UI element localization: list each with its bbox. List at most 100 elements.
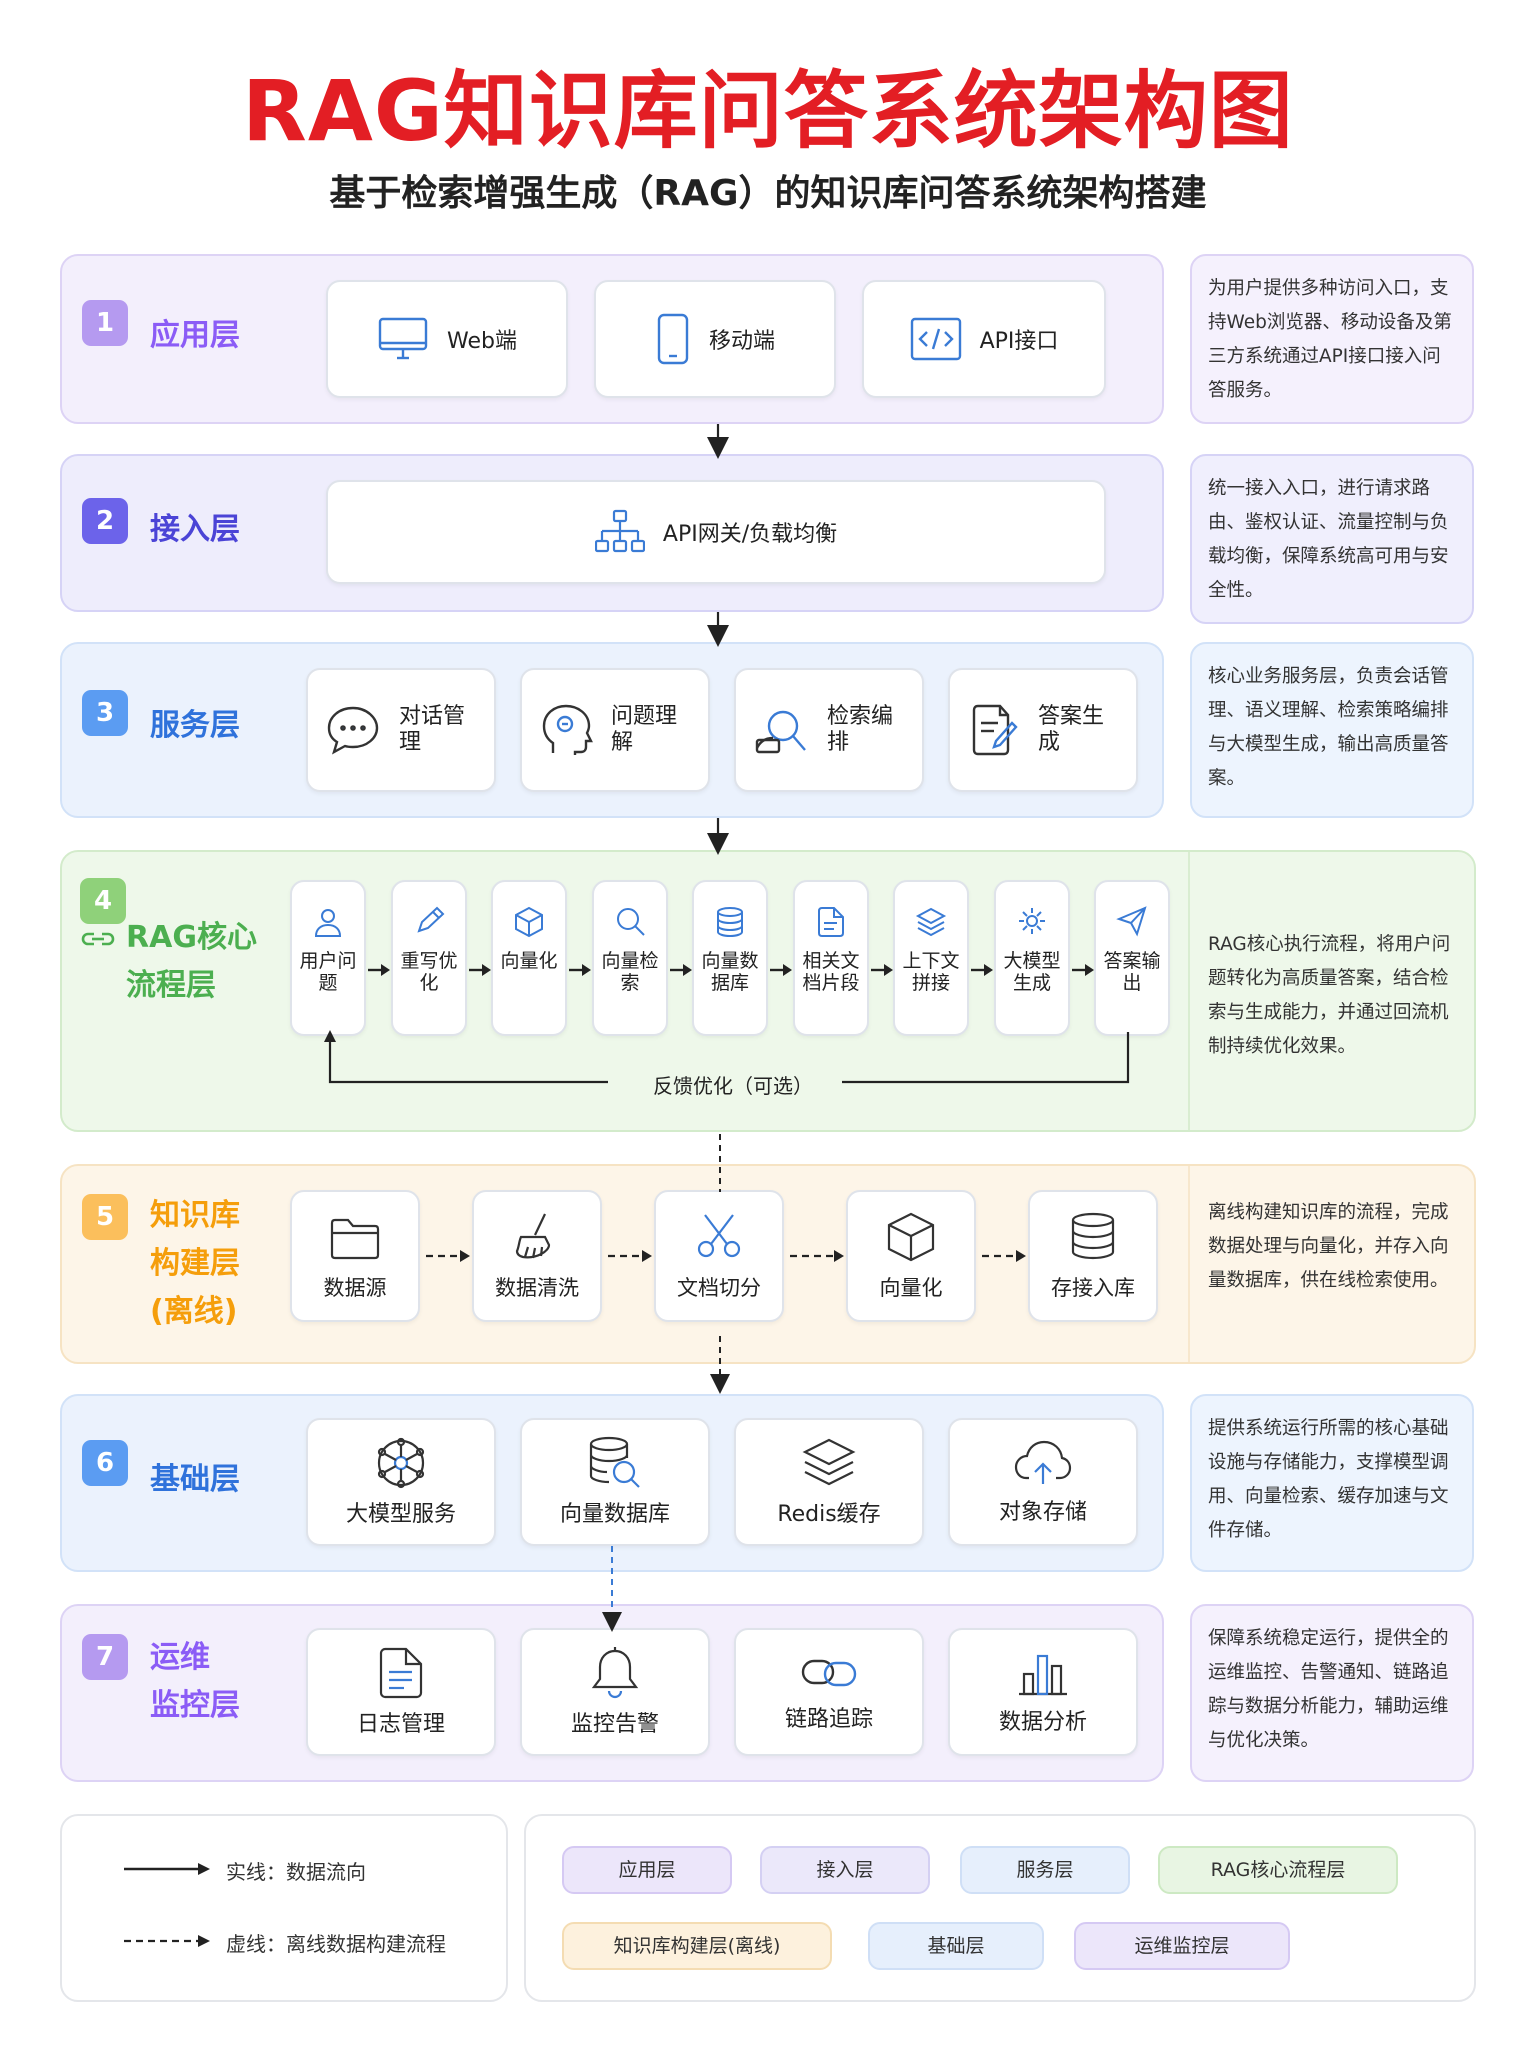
redis-cache-label: Redis缓存 [777,1502,881,1527]
layer-7-name: 运维 监控层 [150,1640,240,1723]
document-search-icon [753,704,809,756]
vectorization-card[interactable]: 向量化 [846,1190,976,1322]
data-analysis-card[interactable]: 数据分析 [948,1628,1138,1756]
layer-4-name: RAG核心 [126,920,257,955]
layer-5-description: 离线构建知识库的流程，完成数据处理与向量化，并存入向量数据库，供在线检索使用。 [1208,1202,1449,1291]
layer-5-divider [1188,1166,1190,1362]
api-gateway-card[interactable]: API网关/负载均衡 [326,480,1106,584]
answer-output-label: 答案输出 [1103,950,1161,994]
flow-arrow [871,962,893,981]
mobile-client-card[interactable]: 移动端 [594,280,836,398]
layer-3-badge: 3 [82,690,128,736]
llm-generation-step[interactable]: 大模型生成 [994,880,1070,1036]
retrieval-orchestration-card[interactable]: 检索编排 [734,668,924,792]
vector-search-label: 向量检索 [601,950,659,994]
data-source-card[interactable]: 数据源 [290,1190,420,1322]
layer-6-name: 基础层 [150,1462,240,1497]
relevant-chunks-step[interactable]: 相关文档片段 [793,880,869,1036]
smartphone-icon [655,313,691,365]
trace-tracking-card[interactable]: 链路追踪 [734,1628,924,1756]
layer-4-description: RAG核心执行流程，将用户问题转化为高质量答案，结合检索与生成能力，并通过回流机… [1208,934,1451,1057]
vector-search-step[interactable]: 向量检索 [592,880,668,1036]
layer-1-badge: 1 [82,300,128,346]
head-brain-icon [541,703,593,757]
answer-generation-card[interactable]: 答案生成 [948,668,1138,792]
dialog-management-label: 对话管理 [399,704,466,755]
vectorize-label: 向量化 [500,950,558,972]
api-client-card[interactable]: API接口 [862,280,1106,398]
code-window-icon [910,317,962,361]
user-question-step[interactable]: 用户问题 [290,880,366,1036]
layer-5-name: 知识库 构建层 (离线) [150,1198,240,1329]
dashed-flow-arrow [422,1248,470,1267]
layer-1-description: 为用户提供多种访问入口，支持Web浏览器、移动设备及第三方系统通过API接口接入… [1190,254,1474,424]
vectorize-step[interactable]: 向量化 [491,880,567,1036]
layer-4-name-line2: 流程层 [126,968,216,1003]
legend-kb-layer-chip: 知识库构建层(离线) [562,1922,832,1970]
feedback-label: 反馈优化（可选） [653,1074,813,1098]
neural-network-icon [374,1436,428,1490]
pencil-icon [413,906,445,938]
solid-line-legend: 实线：数据流向 [226,1860,366,1884]
legend-app-layer-chip: 应用层 [562,1846,732,1894]
dashed-flow-arrow [604,1248,652,1267]
layer-6-description: 提供系统运行所需的核心基础设施与存储能力，支撑模型调用、向量检索、缓存加速与文件… [1190,1394,1474,1572]
cloud-upload-icon [1013,1438,1073,1488]
dashed-flow-arrow [786,1248,844,1267]
llm-service-label: 大模型服务 [345,1502,456,1527]
store-to-db-label: 存接入库 [1051,1276,1135,1300]
context-assembly-label: 上下文拼接 [902,950,960,994]
bar-chart-icon [1016,1648,1070,1698]
query-rewrite-step[interactable]: 重写优化 [391,880,467,1036]
feedback-loop [324,1030,1130,1084]
data-cleaning-card[interactable]: 数据清洗 [472,1190,602,1322]
data-analysis-label: 数据分析 [998,1710,1087,1735]
folder-icon [329,1211,381,1263]
flow-arrow [971,962,993,981]
layer-6-badge: 6 [82,1440,128,1486]
data-cleaning-label: 数据清洗 [495,1276,579,1300]
object-storage-card[interactable]: 对象存储 [948,1418,1138,1546]
gear-icon [1016,906,1048,938]
document-chunking-label: 文档切分 [677,1276,761,1300]
llm-service-card[interactable]: 大模型服务 [306,1418,496,1546]
dialog-management-card[interactable]: 对话管理 [306,668,496,792]
vectorization-label: 向量化 [879,1276,943,1300]
flow-arrow [569,962,591,981]
layer-2-badge: 2 [82,498,128,544]
legend-lines-box [60,1814,508,2002]
question-understanding-card[interactable]: 问题理解 [520,668,710,792]
question-understanding-label: 问题理解 [611,704,678,755]
solid-line-sample [124,1863,210,1875]
vector-database-step[interactable]: 向量数据库 [692,880,768,1036]
database-icon [1067,1211,1119,1263]
cube-icon [513,906,545,938]
context-assembly-step[interactable]: 上下文拼接 [893,880,969,1036]
document-icon [815,906,847,938]
flow-arrow [770,962,792,981]
vector-db-label: 向量数据库 [559,1502,670,1527]
scissors-icon [693,1211,745,1263]
redis-cache-card[interactable]: Redis缓存 [734,1418,924,1546]
page-title: RAG知识库问答系统架构图 [242,62,1294,160]
monitoring-alert-card[interactable]: 监控告警 [520,1628,710,1756]
layer-3-description: 核心业务服务层，负责会话管理、语义理解、检索策略编排与大模型生成，输出高质量答案… [1190,642,1474,818]
legend-access-layer-chip: 接入层 [760,1846,930,1894]
dashed-flow-arrow [978,1248,1026,1267]
vector-db-card[interactable]: 向量数据库 [520,1418,710,1546]
web-client-card[interactable]: Web端 [326,280,568,398]
vector-database-label: 向量数据库 [701,950,759,994]
flow-arrow [368,962,390,981]
cube-icon [885,1211,937,1263]
answer-output-step[interactable]: 答案输出 [1094,880,1170,1036]
dashed-line-legend: 虚线：离线数据构建流程 [226,1932,446,1956]
legend-infra-layer-chip: 基础层 [868,1922,1044,1970]
layer-2-description: 统一接入入口，进行请求路由、鉴权认证、流量控制与负载均衡，保障系统高可用与安全性… [1190,454,1474,624]
store-to-db-card[interactable]: 存接入库 [1028,1190,1158,1322]
log-management-card[interactable]: 日志管理 [306,1628,496,1756]
log-management-label: 日志管理 [356,1712,445,1737]
database-icon [714,906,746,938]
query-rewrite-label: 重写优化 [400,950,458,994]
document-chunking-card[interactable]: 文档切分 [654,1190,784,1322]
layer-5-badge: 5 [82,1194,128,1240]
